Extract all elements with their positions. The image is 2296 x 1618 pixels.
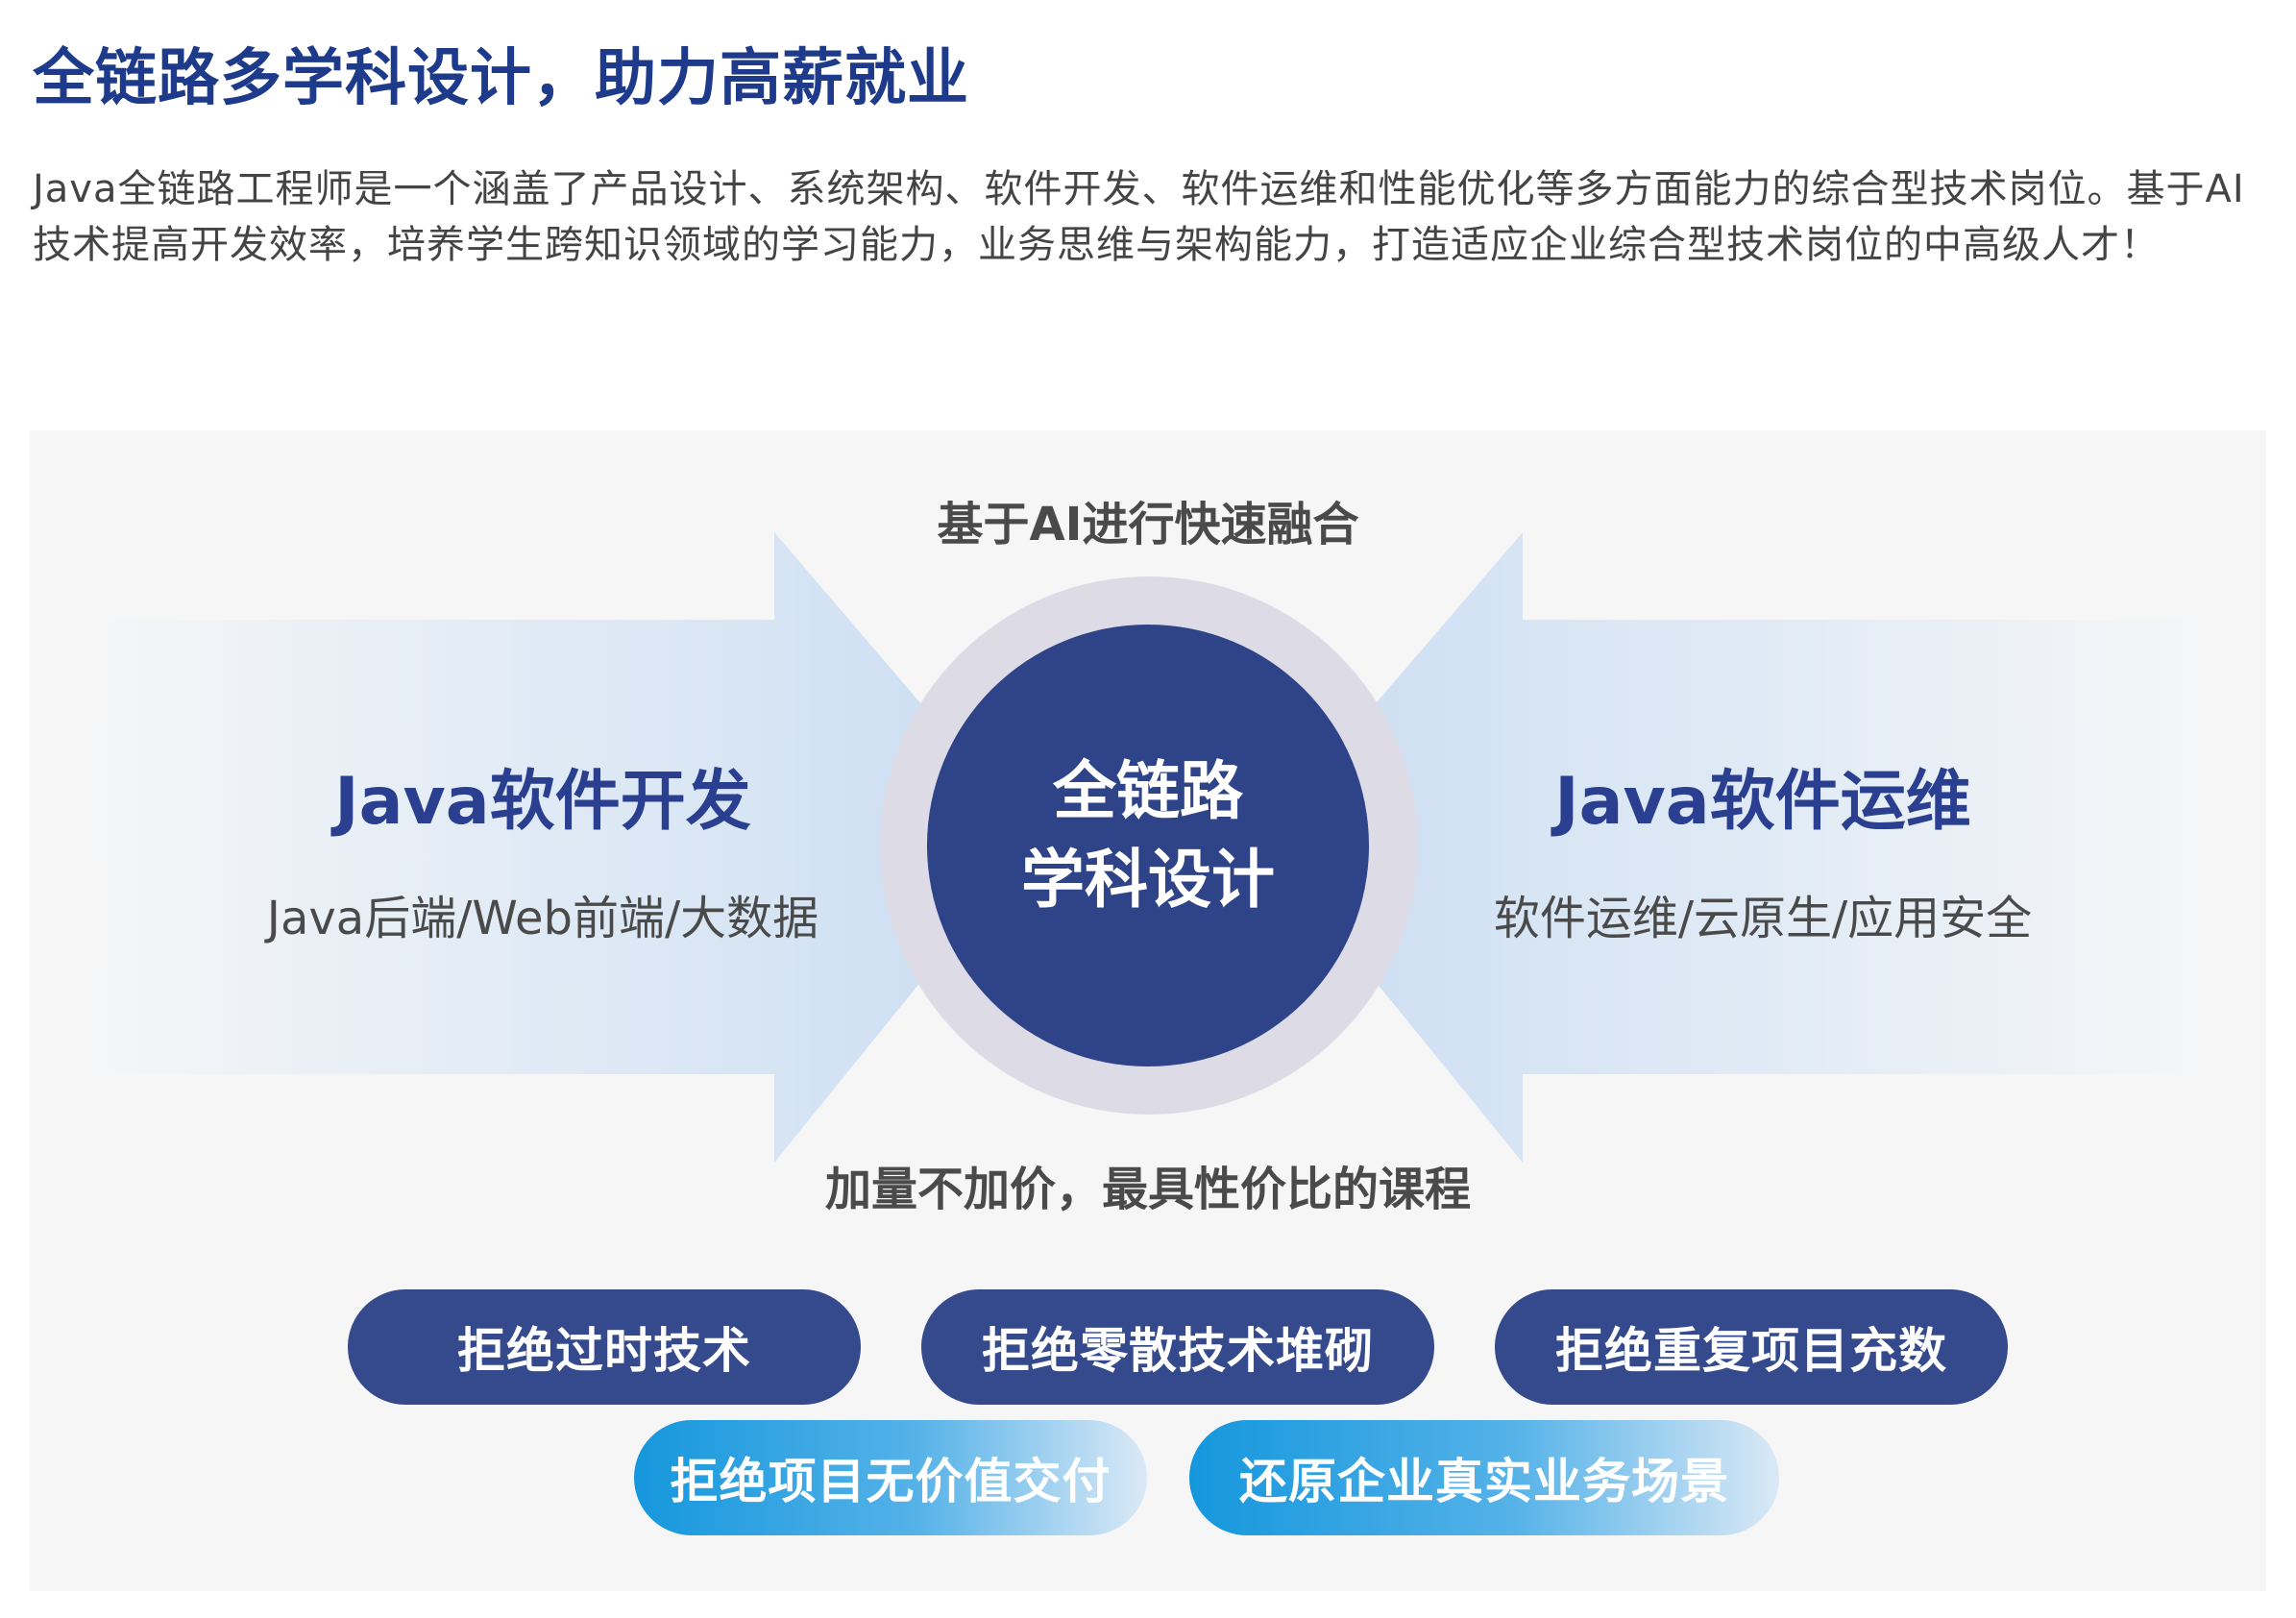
center-label-line2: 学科设计 — [1021, 843, 1275, 917]
center-label-line1: 全链路 — [1053, 754, 1243, 828]
feature-pill-outdated-tech: 拒绝过时技术 — [348, 1289, 861, 1405]
center-label: 全链路 学科设计 — [927, 748, 1369, 924]
feature-pill-valueless-delivery: 拒绝项目无价值交付 — [634, 1420, 1147, 1535]
left-arrow-shape — [87, 532, 1037, 1163]
curriculum-diagram-panel: 基于AI进行快速融合 全链路 学科设计 Java软件开发 Java后端/Web前… — [30, 430, 2266, 1591]
intro-paragraph: Java全链路工程师是一个涵盖了产品设计、系统架构、软件开发、软件运维和性能优化… — [33, 167, 2245, 267]
left-arrow-subtitle: Java后端/Web前端/大数据 — [266, 892, 819, 945]
right-arrow-shape — [1259, 532, 2209, 1163]
merge-arrows-graphic — [87, 532, 2209, 1163]
right-arrow-subtitle: 软件运维/云原生/应用安全 — [1493, 892, 2033, 945]
center-circle — [927, 625, 1369, 1066]
feature-pill-fragmented-tech: 拒绝零散技术堆砌 — [921, 1289, 1434, 1405]
feature-pill-repeated-projects: 拒绝重复项目充数 — [1495, 1289, 2008, 1405]
left-arrow-title: Java软件开发 — [334, 764, 751, 840]
page-title: 全链路多学科设计，助力高薪就业 — [33, 43, 969, 114]
bottom-caption: 加量不加价，最具性价比的课程 — [824, 1163, 1471, 1216]
right-arrow-title: Java软件运维 — [1554, 764, 1971, 840]
feature-pill-real-business: 还原企业真实业务场景 — [1189, 1420, 1779, 1535]
top-caption: 基于AI进行快速融合 — [937, 498, 1359, 552]
